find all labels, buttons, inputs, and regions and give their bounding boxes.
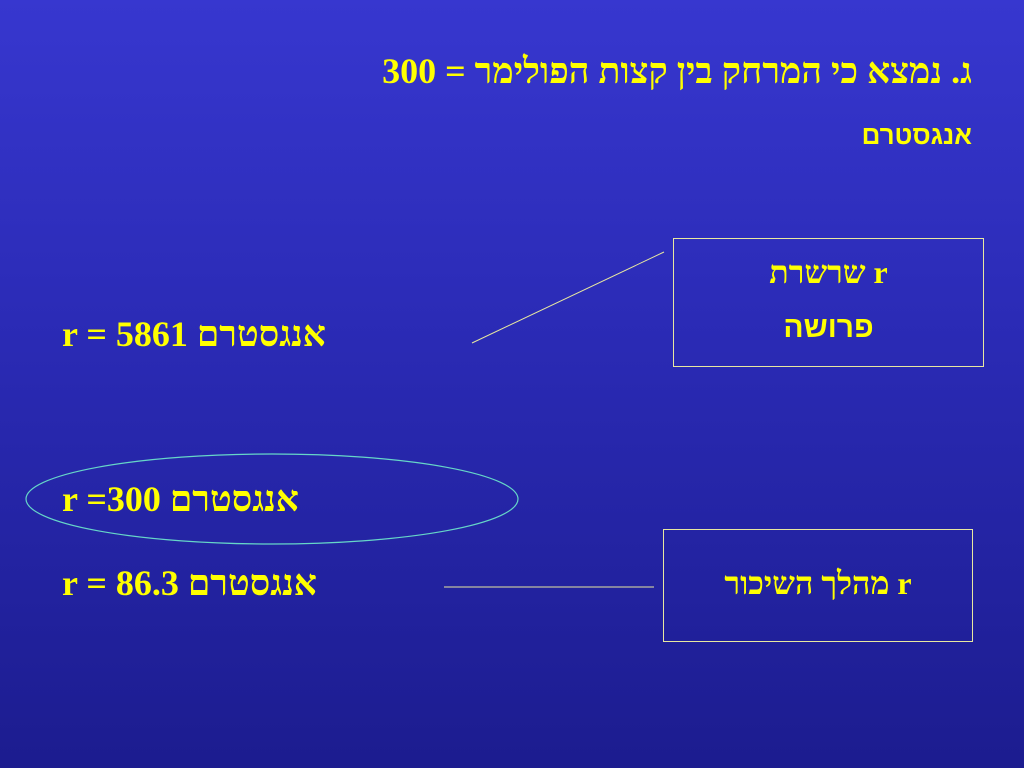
title-line-1: ג. נמצא כי המרחק בין קצות הפולימר = 300 <box>382 51 972 91</box>
extended-chain-label-line-1: r שרשרת <box>769 254 888 290</box>
r-value-extended: r = 5861 אנגסטרם <box>62 314 326 354</box>
highlight-ellipse <box>25 453 519 545</box>
connector-line-extended <box>471 251 665 344</box>
r-value-measured: r =300 אנגסטרם <box>62 479 299 519</box>
title-line-2: אנגסטרם <box>861 120 972 150</box>
drunkard-walk-box: r מהלך השיכור <box>663 529 973 642</box>
drunkard-walk-label: r מהלך השיכור <box>724 565 912 601</box>
extended-chain-box: r שרשרת פרושה <box>673 238 984 367</box>
r-value-walk: r = 86.3 אנגסטרם <box>62 563 317 603</box>
extended-chain-label-line-2: פרושה <box>783 311 874 344</box>
